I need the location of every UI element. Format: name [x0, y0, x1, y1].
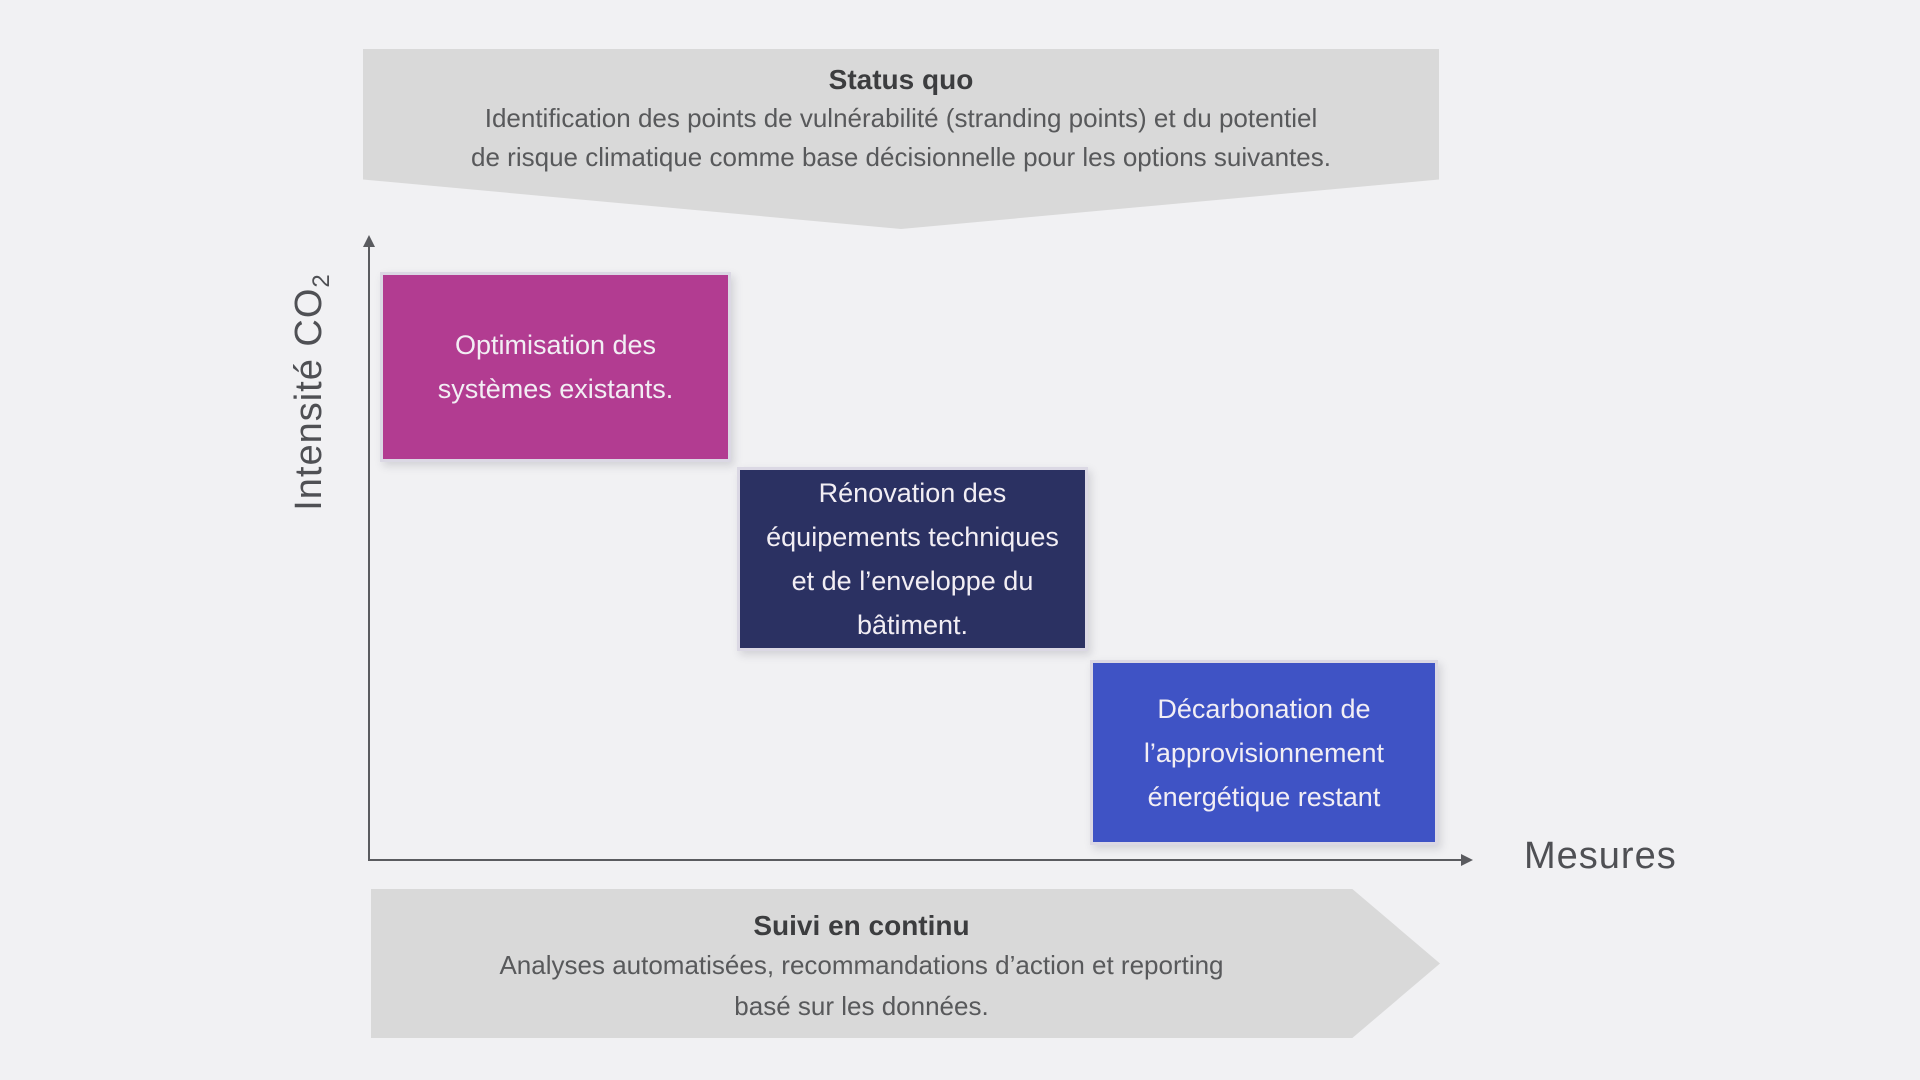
status-quo-line1: Identification des points de vulnérabili…	[484, 103, 1318, 133]
step-text-line: équipements techniques	[766, 522, 1059, 552]
status-quo-title: Status quo	[828, 64, 974, 95]
step-text-line: l’approvisionnement	[1143, 737, 1385, 768]
step-box-renovation: Rénovation des équipements techniques et…	[737, 467, 1088, 651]
y-axis-label: Intensité CO2	[288, 242, 338, 542]
status-quo-line2: de risque climatique comme base décision…	[471, 142, 1331, 172]
step-text-line: et de l’enveloppe du	[791, 566, 1034, 596]
step-box-decarbonation: Décarbonation de l’approvisionnement éne…	[1090, 660, 1438, 845]
x-axis-label: Mesures	[1524, 835, 1677, 877]
x-axis-line	[368, 859, 1464, 861]
y-axis-arrowhead-icon	[363, 235, 375, 247]
suivi-continu-line2: basé sur les données.	[734, 991, 989, 1021]
step-text-line: Décarbonation de	[1157, 693, 1371, 724]
suivi-continu-banner: Suivi en continu Analyses automatisées, …	[371, 889, 1440, 1038]
step-text-line: Rénovation des	[818, 478, 1007, 508]
y-axis-label-subscript: 2	[308, 273, 335, 288]
step-text-line: Optimisation des	[454, 330, 657, 360]
y-axis-label-main: Intensité CO	[288, 287, 330, 511]
x-axis-arrowhead-icon	[1461, 854, 1473, 866]
suivi-continu-line1: Analyses automatisées, recommandations d…	[499, 950, 1224, 980]
status-quo-banner: Status quo Identification des points de …	[363, 49, 1439, 229]
y-axis-line	[368, 246, 370, 860]
step-text-line: systèmes existants.	[437, 374, 674, 404]
step-box-optimisation: Optimisation des systèmes existants.	[380, 272, 731, 462]
suivi-continu-title: Suivi en continu	[753, 910, 970, 941]
step-text-line: bâtiment.	[856, 610, 969, 640]
step-text-line: énergétique restant	[1147, 781, 1381, 812]
